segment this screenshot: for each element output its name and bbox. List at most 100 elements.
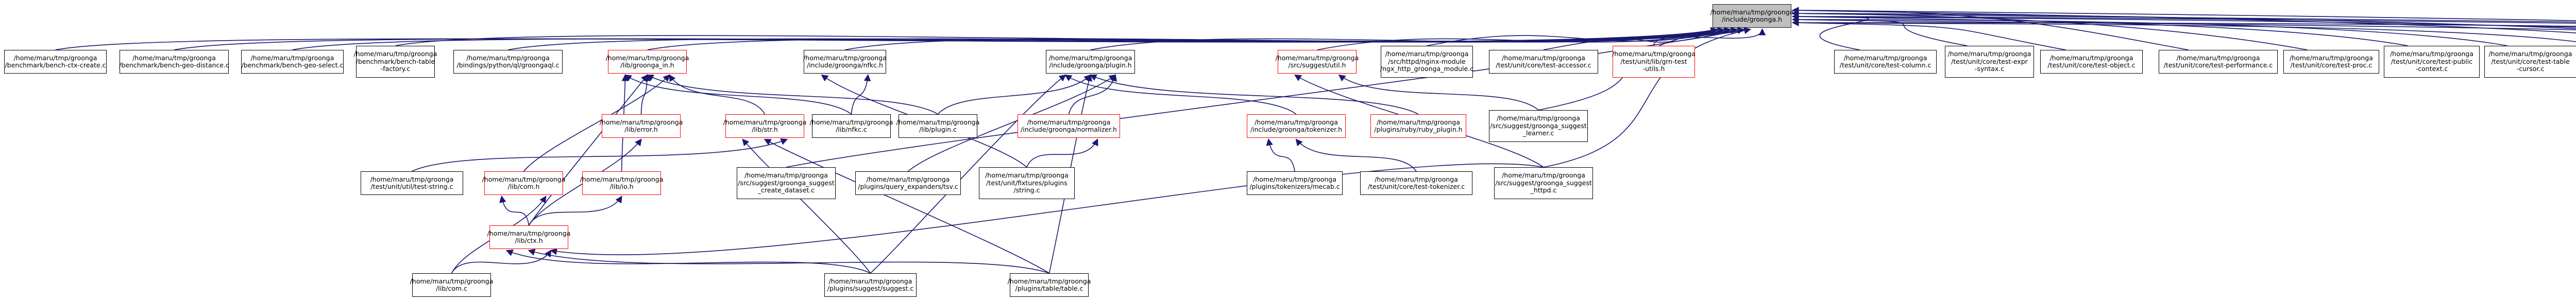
- graph-node-label-line: /home/maru/tmp/groonga: [605, 54, 689, 62]
- graph-node-test-expr-syntax[interactable]: /home/maru/tmp/groonga/test/unit/core/te…: [1945, 46, 2034, 78]
- edge-mecab-to-tokenizer-h: [1266, 138, 1295, 172]
- graph-node-label-line: /include/groonga.h: [1721, 15, 1783, 23]
- graph-node-label-line: /home/maru/tmp/groonga: [803, 54, 887, 62]
- edge-fixtures-string-to-normalizer-h: [1026, 138, 1098, 168]
- graph-node-label-line: /benchmark/bench-geo-select.c: [241, 61, 344, 69]
- edge-test-tokenizer-to-tokenizer-h: [1295, 138, 1417, 172]
- graph-node-test-table-cursor[interactable]: /home/maru/tmp/groonga/test/unit/core/te…: [2484, 46, 2576, 78]
- graph-node-label-line: /test/unit/core/test-public: [2391, 57, 2473, 65]
- graph-node-label-line: /home/maru/tmp/groonga: [1255, 118, 1338, 126]
- graph-node-label-line: /lib/com.c: [436, 285, 467, 292]
- graph-node-label-line: /home/maru/tmp/groonga: [2390, 50, 2473, 58]
- graph-node-label-line: /home/maru/tmp/groonga: [1843, 54, 1927, 62]
- graph-node-ruby-plugin-h[interactable]: /home/maru/tmp/groonga/plugins/ruby/ruby…: [1370, 114, 1466, 138]
- graph-node-bench-table-factory[interactable]: /home/maru/tmp/groonga/benchmark/bench-t…: [353, 46, 437, 78]
- graph-node-label-line: /test/unit/core/test-column.c: [1839, 61, 1931, 69]
- edge-test-table-sort-key-to-root: [1791, 13, 2576, 28]
- graph-node-label-line: /home/maru/tmp/groonga: [2290, 54, 2373, 62]
- graph-node-label-line: /home/maru/tmp/groonga: [1502, 171, 1585, 180]
- graph-node-test-object[interactable]: /home/maru/tmp/groonga/test/unit/core/te…: [2040, 50, 2143, 74]
- graph-node-test-tokenizer[interactable]: /home/maru/tmp/groonga/test/unit/core/te…: [1360, 171, 1472, 195]
- graph-node-label-line: /src/httpd/nginx-module: [1388, 57, 1466, 65]
- graph-node-groongaql[interactable]: /home/maru/tmp/groonga/bindings/python/q…: [453, 50, 563, 74]
- graph-node-io-h[interactable]: /home/maru/tmp/groonga/lib/io.h: [580, 171, 664, 195]
- graph-node-ctx-h[interactable]: /home/maru/tmp/groonga/lib/ctx.h: [487, 225, 570, 249]
- graph-node-bench-ctx-create[interactable]: /home/maru/tmp/groonga/benchmark/bench-c…: [4, 50, 107, 74]
- graph-node-label-line: /home/maru/tmp/groonga: [370, 175, 454, 183]
- graph-node-label-line: /plugins/tokenizers/mecab.c: [1249, 183, 1340, 190]
- graph-node-label-line: /home/maru/tmp/groonga: [1947, 50, 2031, 58]
- graph-node-label-line: /home/maru/tmp/groonga: [353, 50, 437, 58]
- graph-node-label-line: -syntax.c: [1974, 65, 2005, 73]
- graph-node-com-c[interactable]: /home/maru/tmp/groonga/lib/com.c: [410, 273, 493, 297]
- graph-node-label-line: /test/unit/core/test-proc.c: [2290, 61, 2372, 69]
- graph-node-table-c[interactable]: /home/maru/tmp/groonga/plugins/table/tab…: [1008, 273, 1091, 297]
- edge-plugin-h-to-root: [1090, 27, 1724, 50]
- graph-node-test-string[interactable]: /home/maru/tmp/groonga/test/unit/util/te…: [361, 171, 463, 195]
- graph-node-nfkc-h[interactable]: /home/maru/tmp/groonga/include/groonga/n…: [803, 50, 887, 74]
- graph-node-label-line: /home/maru/tmp/groonga: [2049, 54, 2133, 62]
- graph-node-label-line: /lib/io.h: [609, 183, 634, 190]
- graph-node-label-line: /home/maru/tmp/groonga: [580, 175, 664, 183]
- edge-bench-table-factory-to-root: [395, 27, 1738, 46]
- edge-test-string-to-str-h: [412, 138, 788, 172]
- graph-node-root[interactable]: /home/maru/tmp/groonga/include/groonga.h: [1710, 4, 1793, 28]
- graph-node-tokenizer-h[interactable]: /home/maru/tmp/groonga/include/groonga/t…: [1247, 114, 1346, 138]
- edge-test-table-patricia-to-root: [1791, 7, 2576, 33]
- edge-str-h-to-groonga_in: [669, 74, 766, 115]
- graph-node-nginx-module[interactable]: /home/maru/tmp/groonga/src/httpd/nginx-m…: [1380, 46, 1473, 78]
- graph-node-bench-geo-distance[interactable]: /home/maru/tmp/groonga/benchmark/bench-g…: [119, 50, 229, 74]
- graph-node-label-line: /home/maru/tmp/groonga: [2488, 50, 2572, 58]
- graph-node-label-line: /src/suggest/groonga_suggest: [738, 179, 835, 187]
- edge-com-c-to-ctx-h: [451, 250, 552, 274]
- graph-node-label-line: /home/maru/tmp/groonga: [1375, 175, 1458, 183]
- graph-node-label-line: /home/maru/tmp/groonga: [13, 54, 97, 62]
- graph-node-test-column[interactable]: /home/maru/tmp/groonga/test/unit/core/te…: [1834, 50, 1937, 74]
- graph-node-normalizer-h[interactable]: /home/maru/tmp/groonga/include/groonga/n…: [1018, 114, 1120, 138]
- graph-node-label-line: /lib/str.h: [752, 126, 778, 133]
- graph-node-label-line: /home/maru/tmp/groonga: [809, 118, 893, 126]
- edge-normalizer-h-to-plugin-h: [1068, 74, 1117, 115]
- graph-node-label-line: /test/unit/core/test-expr: [1951, 57, 2028, 65]
- graph-node-bench-geo-select[interactable]: /home/maru/tmp/groonga/benchmark/bench-g…: [241, 50, 344, 74]
- graph-node-grn-test-utils[interactable]: /home/maru/tmp/groonga/test/unit/lib/grn…: [1612, 46, 1696, 78]
- edge-plugin-c-to-groonga_in: [646, 75, 938, 115]
- graph-node-suggest-create-dataset[interactable]: /home/maru/tmp/groonga/src/suggest/groon…: [737, 167, 836, 199]
- graph-node-test-accessor[interactable]: /home/maru/tmp/groonga/test/unit/core/te…: [1489, 50, 1598, 74]
- graph-node-plugin-h[interactable]: /home/maru/tmp/groonga/include/groonga/p…: [1046, 50, 1135, 74]
- graph-node-label-line: /home/maru/tmp/groonga: [723, 118, 807, 126]
- edge-test-object-to-root: [1791, 19, 2066, 50]
- graph-node-test-public-context[interactable]: /home/maru/tmp/groonga/test/unit/core/te…: [2384, 46, 2480, 78]
- edge-ctx-h-to-groonga_in: [528, 74, 648, 226]
- graph-node-suggest-learner[interactable]: /home/maru/tmp/groonga/src/suggest/groon…: [1489, 110, 1588, 142]
- graph-node-test-performance[interactable]: /home/maru/tmp/groonga/test/unit/core/te…: [2159, 50, 2278, 74]
- graph-node-label-line: /lib/ctx.h: [515, 237, 543, 244]
- graph-node-label-line: /benchmark/bench-ctx-create.c: [5, 61, 106, 69]
- graph-node-label-line: /lib/com.h: [507, 183, 540, 190]
- graph-node-label-line: /plugins/suggest/suggest.c: [827, 285, 914, 292]
- edge-test-table-to-root: [1791, 16, 2576, 30]
- graph-node-nfkc-c[interactable]: /home/maru/tmp/groonga/lib/nfkc.c: [809, 114, 893, 138]
- graph-node-label-line: -context.c: [2415, 65, 2448, 73]
- graph-node-com-h[interactable]: /home/maru/tmp/groonga/lib/com.h: [482, 171, 565, 195]
- graph-node-error-h[interactable]: /home/maru/tmp/groonga/lib/error.h: [600, 114, 683, 138]
- edge-test-read-write-to-root: [1791, 19, 2576, 27]
- graph-node-fixtures-string[interactable]: /home/maru/tmp/groonga/test/unit/fixture…: [979, 167, 1075, 199]
- graph-node-test-proc[interactable]: /home/maru/tmp/groonga/test/unit/core/te…: [2283, 50, 2379, 74]
- graph-node-label-line: /string.c: [1013, 186, 1040, 194]
- graph-node-mecab[interactable]: /home/maru/tmp/groonga/plugins/tokenizer…: [1247, 171, 1343, 195]
- graph-node-suggest-c[interactable]: /home/maru/tmp/groonga/plugins/suggest/s…: [824, 273, 917, 297]
- graph-node-suggest-httpd[interactable]: /home/maru/tmp/groonga/src/suggest/groon…: [1494, 167, 1593, 199]
- edge-tsv-to-plugin-h: [907, 74, 1116, 172]
- graph-node-tsv[interactable]: /home/maru/tmp/groonga/plugins/query_exp…: [855, 171, 961, 195]
- graph-node-label-line: _learner.c: [1522, 129, 1554, 137]
- graph-node-suggest-util[interactable]: /home/maru/tmp/groonga/src/suggest/util.…: [1276, 50, 1359, 74]
- graph-node-label-line: /lib/groonga_in.h: [620, 61, 674, 69]
- edge-tokenizer-h-to-plugin-h: [1064, 74, 1297, 115]
- graph-node-plugin-c[interactable]: /home/maru/tmp/groonga/lib/plugin.c: [896, 114, 979, 138]
- graph-node-label-line: /test/unit/core/test-accessor.c: [1496, 61, 1591, 69]
- graph-node-groonga_in[interactable]: /home/maru/tmp/groonga/lib/groonga_in.h: [605, 50, 689, 74]
- graph-node-str-h[interactable]: /home/maru/tmp/groonga/lib/str.h: [723, 114, 807, 138]
